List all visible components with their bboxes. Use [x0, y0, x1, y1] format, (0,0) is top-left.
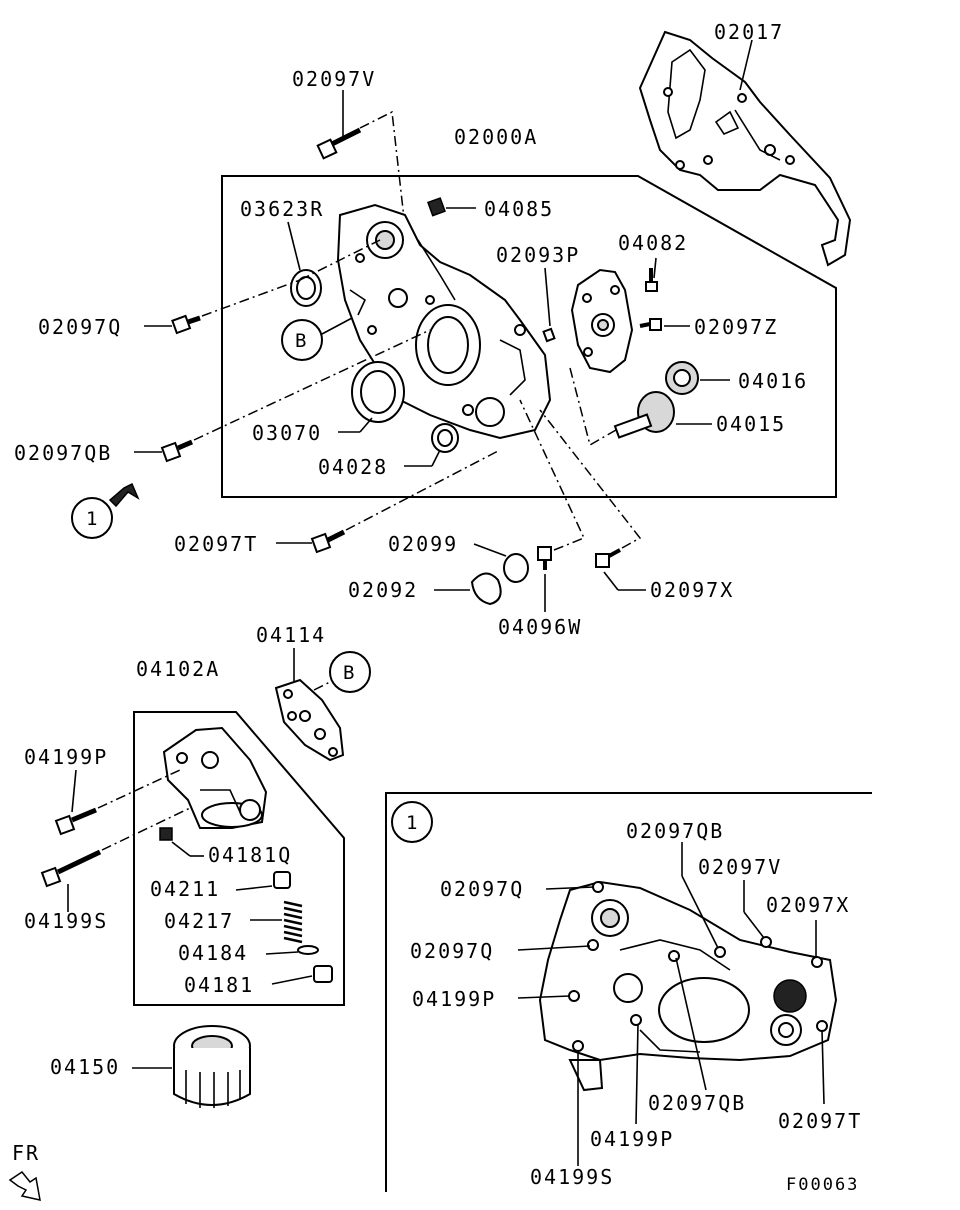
label-02093P: 02093P: [496, 243, 580, 267]
bolt-04199S: [40, 849, 102, 888]
oil-seal-03623R: [290, 269, 322, 307]
callout-b-upper-letter: B: [295, 330, 306, 352]
detail-label-04199P-left: 04199P: [412, 987, 496, 1011]
bolt-02097QB: [160, 439, 193, 463]
label-02097X: 02097X: [650, 578, 734, 602]
detail-label-02097QB-bottom: 02097QB: [648, 1091, 746, 1115]
front-case-assembly-frame: [221, 175, 837, 498]
label-02097V: 02097V: [292, 67, 376, 91]
label-04102A: 04102A: [136, 657, 220, 681]
label-04181: 04181: [184, 973, 254, 997]
pin-02093P: [542, 327, 556, 343]
detail-label-04199P-bottom: 04199P: [590, 1127, 674, 1151]
label-04015: 04015: [716, 412, 786, 436]
washer-04184: [297, 945, 319, 955]
bolt-02097X: [595, 548, 621, 568]
screw-04082: [645, 268, 658, 292]
screw-02097Z: [639, 318, 662, 331]
gasket-04114: [274, 678, 345, 762]
bolt-02097T: [310, 529, 346, 554]
detail-label-02097X: 02097X: [766, 893, 850, 917]
label-02017: 02017: [714, 20, 784, 44]
figure-code: F00063: [786, 1175, 859, 1195]
callout-b-lower: [329, 651, 371, 693]
bolt-04096W: [537, 546, 552, 570]
label-02097Q: 02097Q: [38, 315, 122, 339]
label-02000A: 02000A: [454, 125, 538, 149]
timing-gasket-02017: [638, 30, 852, 267]
detail-label-02097Q-a: 02097Q: [440, 877, 524, 901]
detail-1-leaders: [391, 801, 825, 1166]
label-03623R: 03623R: [240, 197, 324, 221]
detail-1-frame: [385, 792, 872, 1192]
bolt-02097Q: [171, 314, 201, 335]
plug-04181: [313, 965, 333, 983]
label-02099: 02099: [388, 532, 458, 556]
detail-1-number: 1: [406, 812, 417, 834]
label-02097Z: 02097Z: [694, 315, 778, 339]
ring-02092: [470, 572, 502, 606]
callout-b-upper: [281, 319, 323, 361]
label-04085: 04085: [484, 197, 554, 221]
callout-1-number: 1: [86, 508, 97, 530]
label-04150: 04150: [50, 1055, 120, 1079]
label-04184: 04184: [178, 941, 248, 965]
seal-04028: [431, 423, 459, 453]
gear-shaft-04015: [613, 391, 675, 439]
label-04028: 04028: [318, 455, 388, 479]
detail-label-02097QB-top: 02097QB: [626, 819, 724, 843]
oil-filter-04150: [173, 1025, 251, 1108]
detail-label-02097T: 02097T: [778, 1109, 862, 1133]
plug-04181Q: [159, 827, 173, 841]
oil-filter-bracket-body: [162, 726, 268, 829]
label-04217: 04217: [164, 909, 234, 933]
valve-04211: [273, 871, 291, 889]
oring-02099: [503, 553, 529, 583]
label-04211: 04211: [150, 877, 220, 901]
label-04199P: 04199P: [24, 745, 108, 769]
plug-04085: [427, 197, 446, 217]
spring-04217: [283, 900, 303, 944]
front-orientation-label: FR: [12, 1141, 40, 1165]
label-04096W: 04096W: [498, 615, 582, 639]
oil-pump-cover: [570, 268, 634, 374]
oil-seal-03070: [351, 361, 405, 423]
label-04181Q: 04181Q: [208, 843, 292, 867]
label-03070: 03070: [252, 421, 322, 445]
oil-filter-bracket-frame: [133, 711, 345, 1006]
detail-label-02097V: 02097V: [698, 855, 782, 879]
detail-label-04199S: 04199S: [530, 1165, 614, 1189]
bolt-04199P: [54, 807, 97, 836]
label-04114: 04114: [256, 623, 326, 647]
bolt-02097V: [316, 127, 362, 160]
detail-label-02097Q-b: 02097Q: [410, 939, 494, 963]
front-orientation-arrow: [8, 1170, 41, 1201]
label-04082: 04082: [618, 231, 688, 255]
detail-1-engine-front: [538, 880, 838, 1092]
label-04016: 04016: [738, 369, 808, 393]
label-04199S: 04199S: [24, 909, 108, 933]
gear-04016: [665, 361, 699, 395]
callout-b-lower-letter: B: [343, 662, 354, 684]
label-02097QB: 02097QB: [14, 441, 112, 465]
label-02097T: 02097T: [174, 532, 258, 556]
callout-1-pointer: [71, 482, 140, 539]
label-02092: 02092: [348, 578, 418, 602]
